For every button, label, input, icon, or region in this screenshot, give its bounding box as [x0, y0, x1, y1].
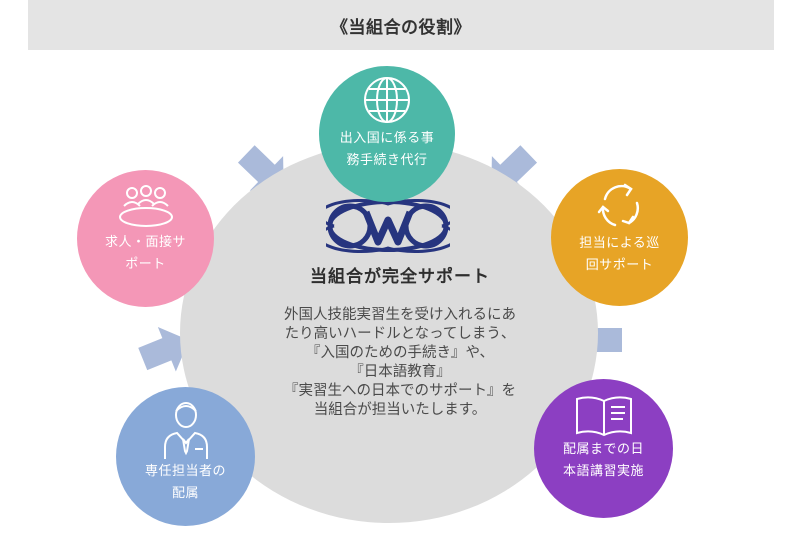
node-label: 専任担当者の — [144, 464, 226, 479]
meeting-icon — [118, 185, 173, 227]
book-icon — [575, 396, 632, 437]
dedicated-staff-node: 専任担当者の 配属 — [116, 387, 255, 526]
center-heading: 当組合が完全サポート — [310, 267, 490, 287]
description-line: 『入国のための手続き』や、 — [305, 345, 495, 361]
description-line: 『実習生への日本でのサポート』を — [284, 383, 516, 399]
refresh-icon — [597, 183, 639, 227]
node-label: 配属 — [171, 486, 199, 501]
recruitment-support-node: 求人・面接サ ポート — [77, 170, 214, 307]
immigration-support-node: 出入国に係る事 務手続き代行 — [319, 66, 455, 202]
japanese-lessons-node: 配属までの日 本語講習実施 — [534, 379, 673, 518]
globe-icon — [364, 77, 410, 123]
patrol-support-node: 担当による巡 回サポート — [551, 169, 688, 306]
description-line: たり高いハードルとなってしまう、 — [284, 326, 516, 342]
node-label: 求人・面接サ — [104, 235, 186, 250]
node-label: 出入国に係る事 — [339, 131, 435, 146]
node-label: 回サポート — [585, 258, 654, 273]
node-label: ポート — [125, 257, 166, 272]
title-bar: 《当組合の役割》 — [28, 0, 774, 50]
description-line: 『日本語教育』 — [349, 364, 451, 380]
page-title: 《当組合の役割》 — [331, 17, 471, 38]
node-label: 配属までの日 — [562, 442, 644, 457]
association-logo — [326, 199, 450, 253]
center-description: 外国人技能実習生を受け入れるにあ たり高いハードルとなってしまう、 『入国のため… — [220, 306, 580, 420]
node-label: 本語講習実施 — [562, 464, 644, 479]
node-label: 担当による巡 — [579, 236, 660, 251]
description-line: 外国人技能実習生を受け入れるにあ — [284, 307, 516, 323]
description-line: 当組合が担当いたします。 — [313, 402, 487, 418]
person-icon — [163, 402, 208, 459]
arrow-icon — [138, 326, 190, 372]
node-label: 務手続き代行 — [346, 153, 428, 168]
